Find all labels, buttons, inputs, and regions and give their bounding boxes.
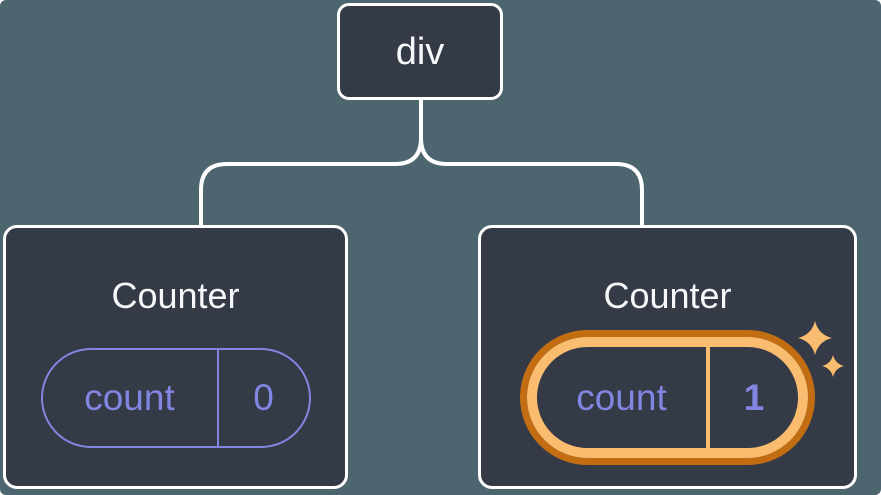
tree-node-counter-1: Counter count 0: [3, 225, 348, 489]
counter-2-state-value: 1: [706, 347, 798, 448]
counter-2-state-pill: count 1: [527, 337, 808, 458]
tree-node-div-label: div: [395, 30, 445, 73]
counter-1-title: Counter: [111, 275, 240, 316]
counter-2-title: Counter: [603, 275, 732, 316]
counter-1-state-pill: count 0: [40, 348, 311, 448]
counter-2-state-name: count: [576, 376, 667, 418]
counter-1-state-name: count: [84, 377, 175, 418]
counter-2-state-pill-highlight-ring: count 1: [520, 330, 815, 465]
tree-node-div: div: [337, 3, 503, 100]
counter-1-state-value: 0: [216, 350, 309, 446]
tree-node-counter-2: Counter count 1: [478, 225, 857, 489]
